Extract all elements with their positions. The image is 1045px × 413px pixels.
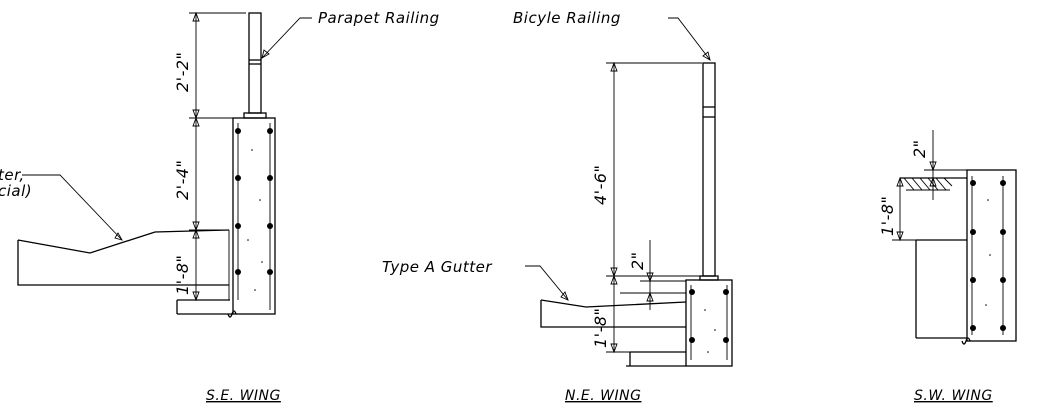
sw-concrete-wall — [966, 169, 1017, 342]
se-parapet-leader — [261, 17, 312, 59]
cut-off-label-1: ter, — [0, 166, 25, 184]
se-gutter-section — [17, 174, 230, 286]
ne-bicycle-leader — [668, 17, 711, 61]
ne-gutter-section — [525, 265, 687, 367]
parapet-railing-label: Parapet Railing — [318, 9, 440, 27]
se-dimension-line — [189, 11, 246, 302]
sw-wing-view: 2" 1'-8" S.W. WING — [878, 130, 1017, 404]
ne-bicycle-railing-post — [699, 62, 719, 281]
ne-concrete-wall — [685, 279, 733, 367]
sw-dimension-line — [892, 130, 967, 242]
sw-wing-title: S.W. WING — [914, 388, 993, 404]
se-parapet-railing-post — [243, 12, 267, 119]
ne-dimension-line — [606, 61, 702, 354]
ne-wing-view: 4'-6" 2" 1'-8" Bicyle Railing Type A Gut… — [382, 9, 733, 404]
ne-dim-rail: 4'-6" — [591, 165, 610, 205]
se-concrete-wall — [232, 117, 276, 315]
sw-ground-section — [900, 177, 971, 345]
bicycle-railing-label: Bicyle Railing — [513, 9, 621, 27]
sw-dim-height: 1'-8" — [878, 196, 897, 236]
cut-off-label-2: cial) — [0, 182, 32, 200]
type-a-gutter-label: Type A Gutter — [382, 258, 492, 276]
se-dim-mid: 2'-4" — [173, 160, 192, 200]
se-dim-top: 2'-2" — [173, 52, 192, 92]
sw-dim-gap: 2" — [910, 139, 929, 158]
se-wing-view: 2'-2" 2'-4" 1'-8" Parapet Railing ter, c… — [0, 9, 440, 404]
se-wing-title: S.E. WING — [206, 388, 281, 404]
ne-dim-gap: 2" — [628, 251, 647, 270]
se-dim-bottom: 1'-8" — [173, 255, 192, 295]
ne-dim-bottom: 1'-8" — [591, 308, 610, 348]
ne-wing-title: N.E. WING — [565, 388, 641, 404]
